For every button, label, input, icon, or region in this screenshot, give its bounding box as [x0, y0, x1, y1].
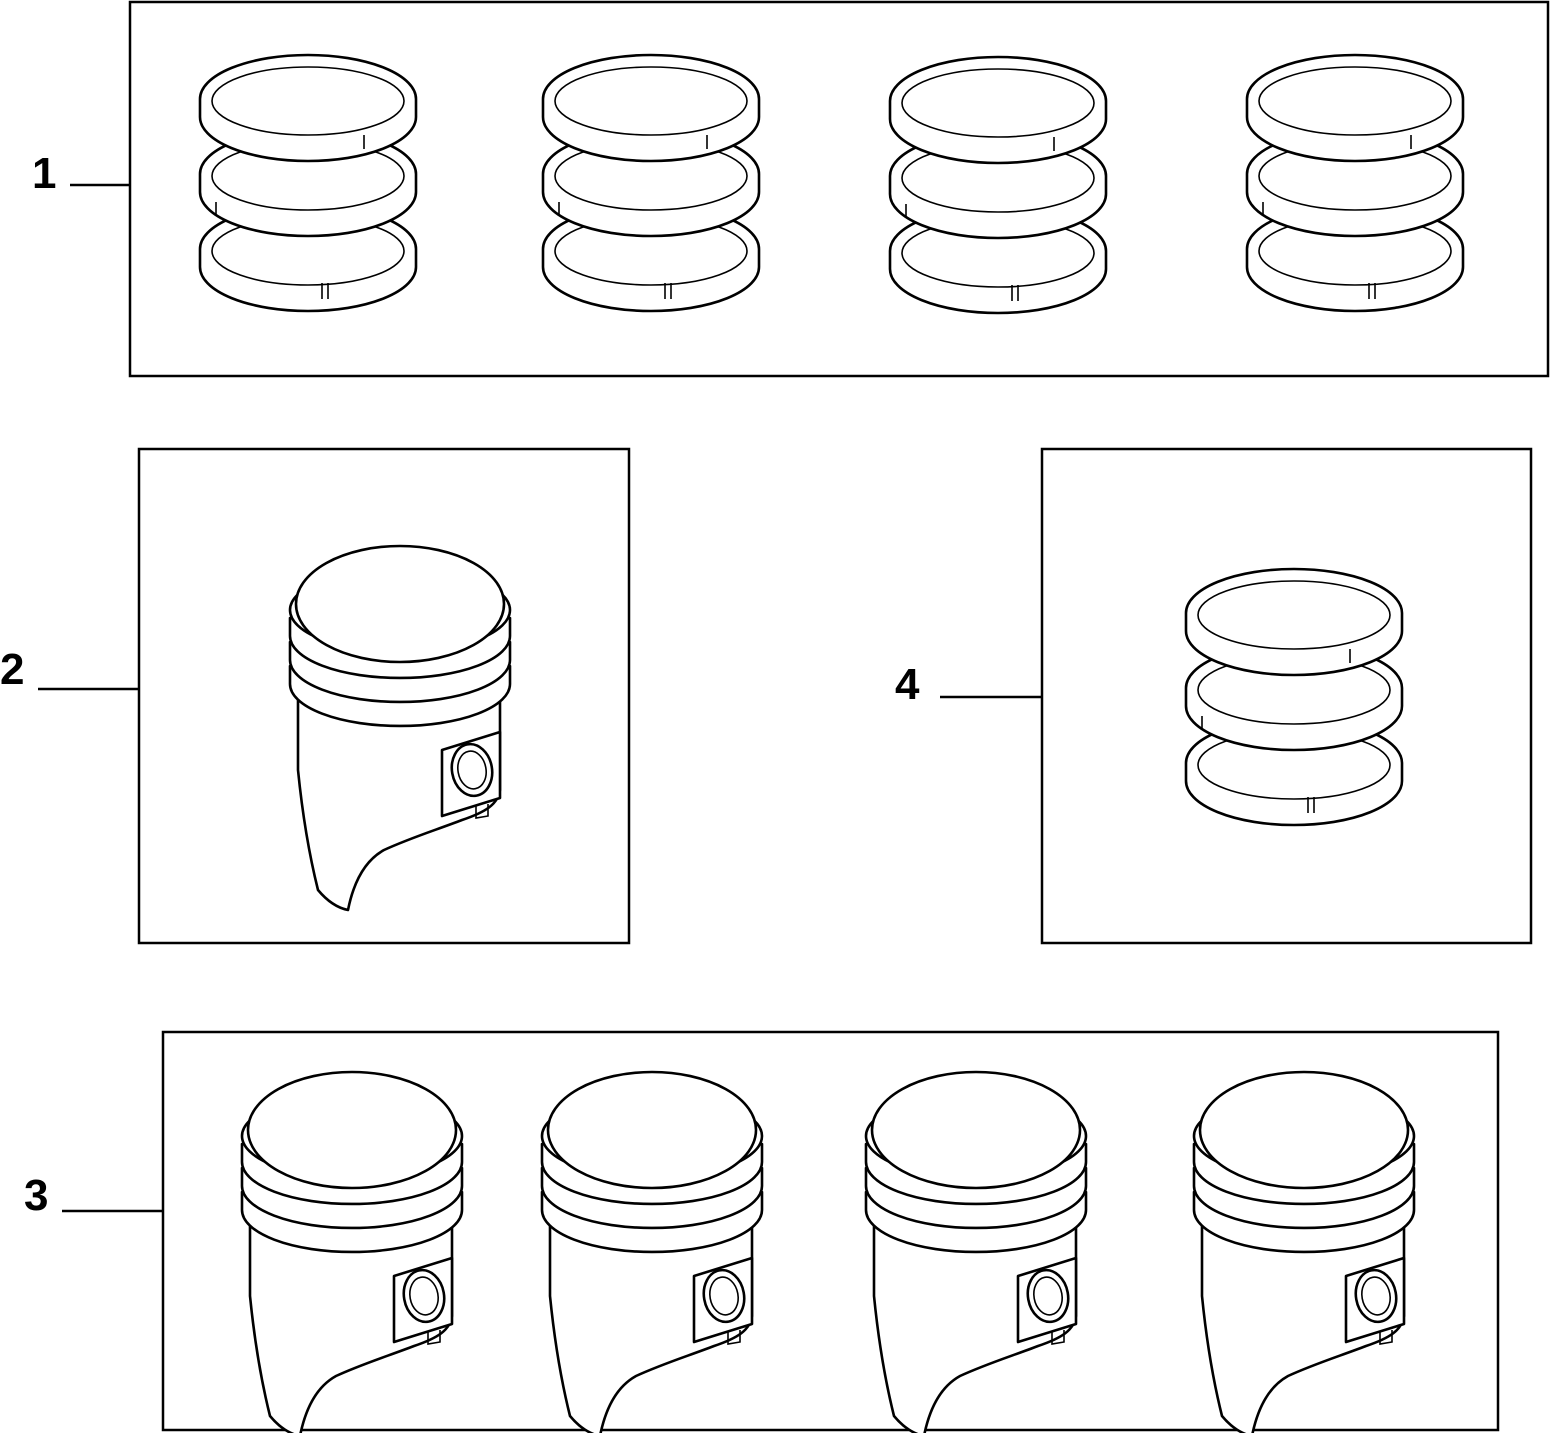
callout-label-3: 3 [24, 1171, 48, 1220]
ring-set-4 [1184, 567, 1404, 827]
ring-set-1b [541, 53, 761, 313]
callout-label-2: 2 [0, 645, 24, 694]
piston-3c [864, 1070, 1088, 1433]
callout-label-4: 4 [895, 660, 920, 709]
piston-2 [288, 544, 512, 912]
ring-set-1d [1245, 53, 1465, 313]
piston-3d [1192, 1070, 1416, 1433]
frame-1 [128, 0, 1550, 378]
callout-group-2: 2 [0, 447, 631, 945]
ring-set-1a [198, 53, 418, 313]
piston-3a [240, 1070, 464, 1433]
callout-group-4: 4 [895, 447, 1533, 945]
ring-set-1c [888, 55, 1108, 315]
piston-3b [540, 1070, 764, 1433]
callout-group-1: 1 [32, 0, 1550, 378]
frame-3 [161, 1030, 1500, 1432]
callout-label-1: 1 [32, 149, 56, 198]
frame-2 [137, 447, 631, 945]
callout-group-3: 3 [24, 1030, 1500, 1433]
